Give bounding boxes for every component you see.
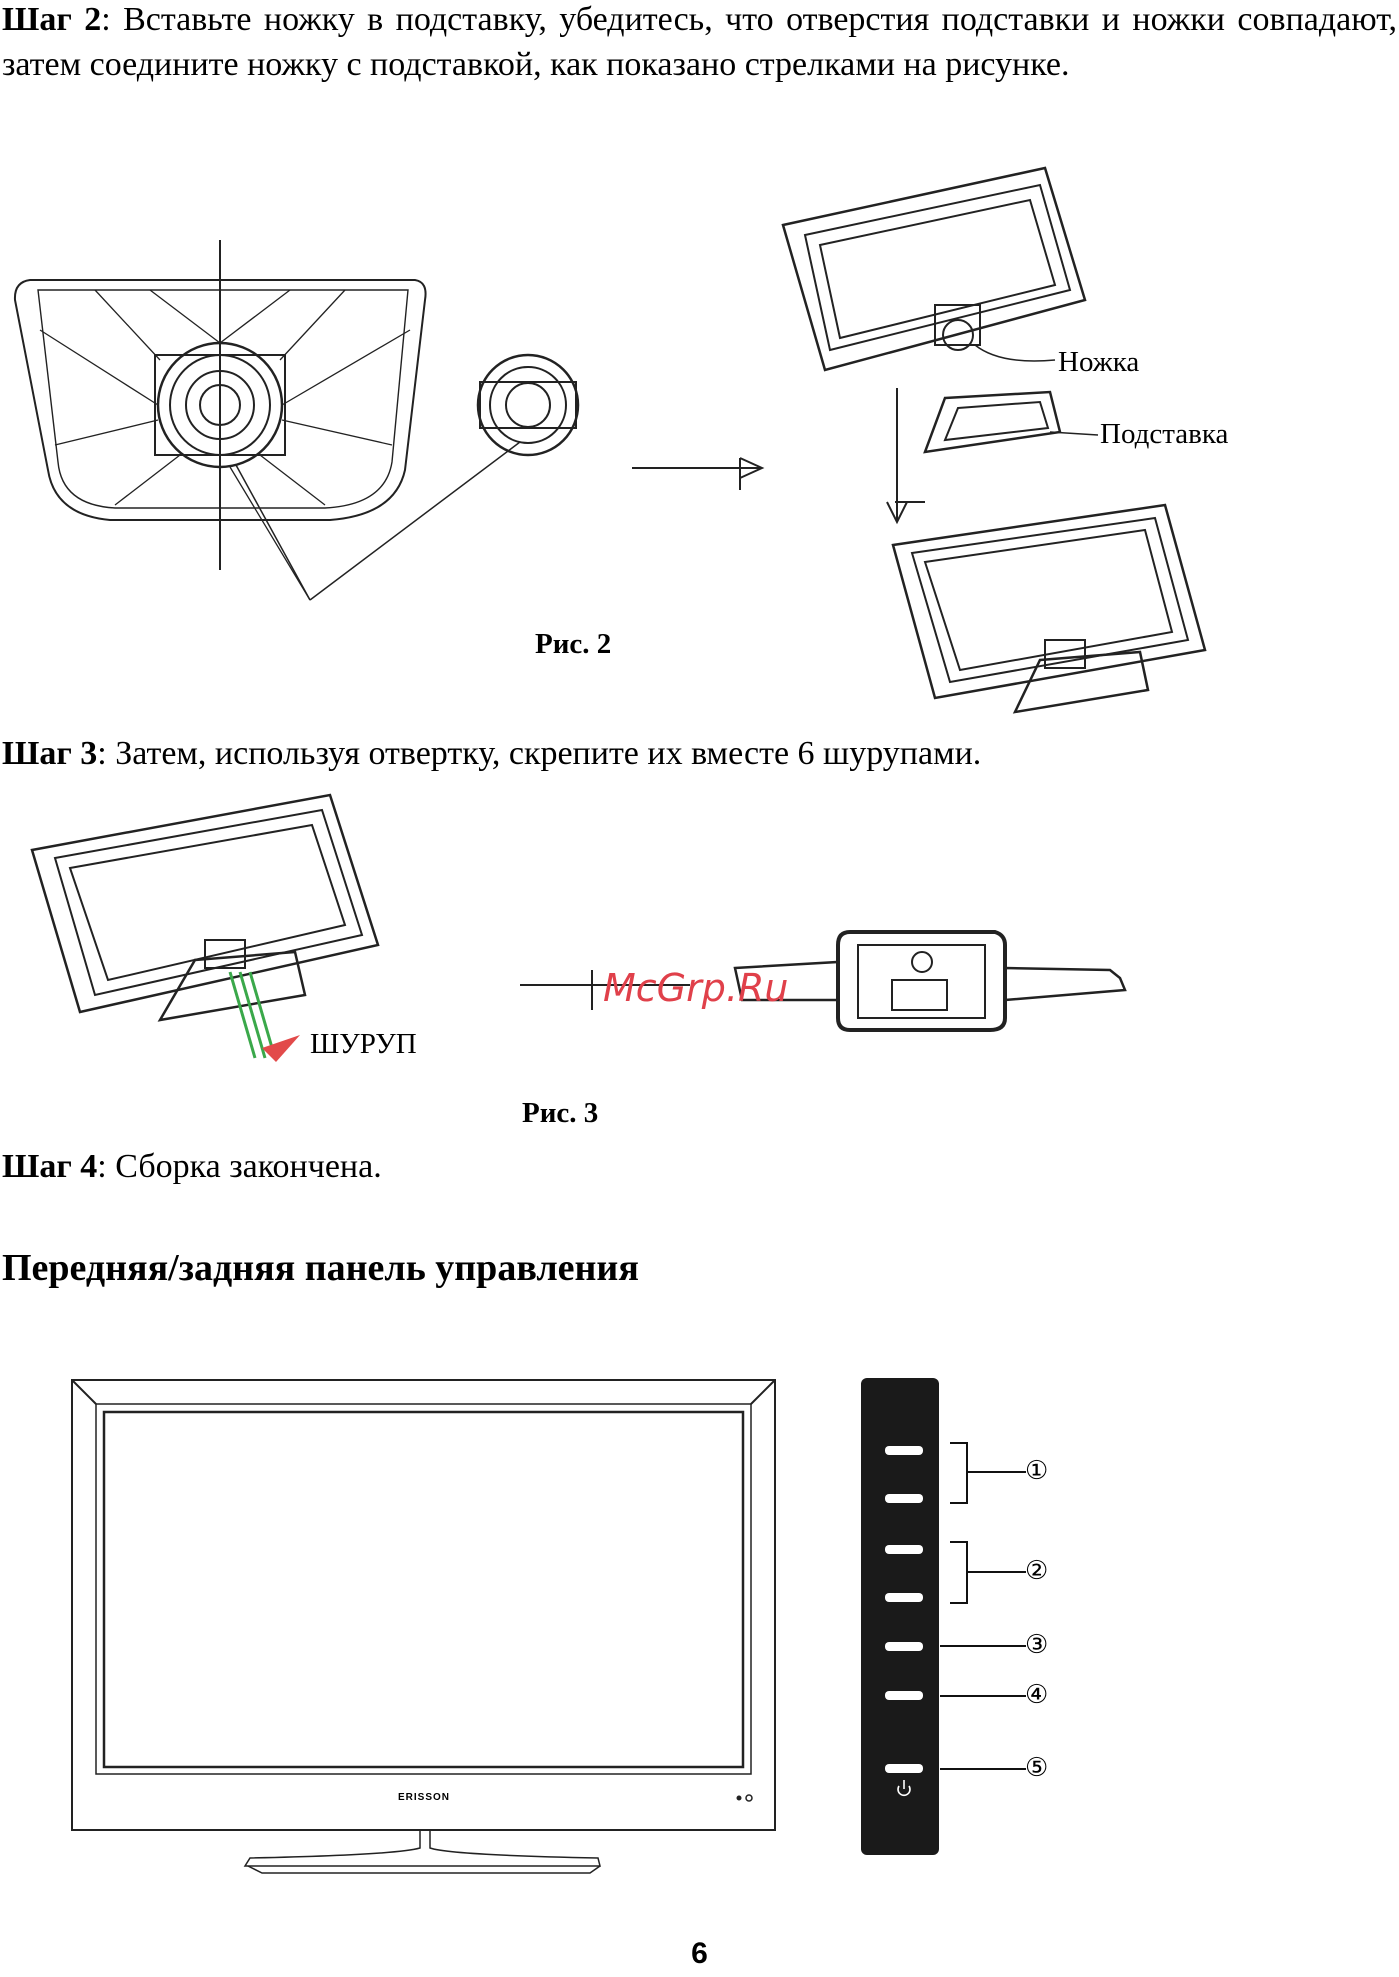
base-piece xyxy=(923,390,1062,454)
control-strip xyxy=(861,1378,939,1855)
button-1b xyxy=(885,1494,923,1503)
step3-label: Шаг 3 xyxy=(2,735,98,772)
button-1a xyxy=(885,1446,923,1455)
tv-outer-frame xyxy=(71,1379,776,1831)
power-icon xyxy=(897,1780,911,1797)
step2-label: Шаг 2 xyxy=(2,1,102,38)
callout-3: ③ xyxy=(1025,1630,1049,1660)
button-2b xyxy=(885,1593,923,1602)
section-heading: Передняя/задняя панель управления xyxy=(2,1247,639,1289)
watermark: McGrp.Ru xyxy=(603,966,789,1010)
step4-label: Шаг 4 xyxy=(2,1148,98,1185)
figure3-caption: Рис. 3 xyxy=(522,1097,599,1129)
step2-text: : Вставьте ножку в подставку, убедитесь,… xyxy=(2,1,1397,83)
monitor-assembled xyxy=(891,503,1207,700)
button-2a xyxy=(885,1545,923,1554)
callout-5: ⑤ xyxy=(1025,1753,1049,1783)
base-top-view xyxy=(13,279,427,521)
label-screw: ШУРУП xyxy=(310,1028,417,1060)
step2-paragraph: Шаг 2: Вставьте ножку в подставку, убеди… xyxy=(2,0,1397,87)
step3-paragraph: Шаг 3: Затем, используя отвертку, скрепи… xyxy=(2,731,981,776)
tv-screen xyxy=(102,1410,745,1769)
step3-text: : Затем, используя отвертку, скрепите их… xyxy=(97,735,982,772)
label-base: Подставка xyxy=(1100,418,1229,450)
button-5 xyxy=(885,1764,923,1773)
step4-paragraph: Шаг 4: Сборка закончена. xyxy=(2,1144,382,1189)
button-4 xyxy=(885,1691,923,1700)
monitor-back-upper xyxy=(781,166,1087,372)
callout-4: ④ xyxy=(1025,1680,1049,1710)
callout-2: ② xyxy=(1025,1556,1049,1586)
page-number: 6 xyxy=(691,1937,708,1970)
figure2-caption: Рис. 2 xyxy=(535,628,612,660)
monitor-screws-view xyxy=(30,793,380,1014)
leg-detail-zoom xyxy=(476,353,580,457)
label-leg: Ножка xyxy=(1058,346,1140,378)
step4-text: : Сборка закончена. xyxy=(97,1148,382,1185)
stand-bottom-view xyxy=(836,930,1007,1032)
button-3 xyxy=(885,1642,923,1651)
tv-brand-logo: ERISSON xyxy=(398,1792,451,1803)
callout-1: ① xyxy=(1025,1456,1049,1486)
